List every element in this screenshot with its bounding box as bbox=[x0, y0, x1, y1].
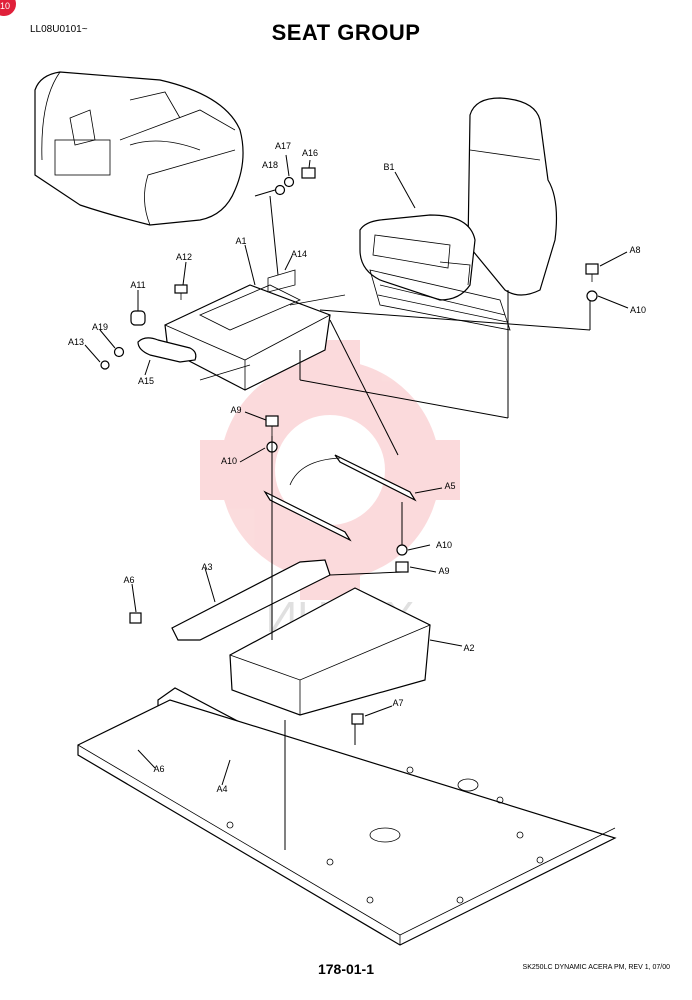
callout-a6-top: A6 bbox=[123, 575, 134, 585]
washer-a19 bbox=[113, 346, 125, 358]
callout-a2: A2 bbox=[463, 643, 474, 653]
bolt-a8 bbox=[585, 263, 599, 282]
washer-a18 bbox=[274, 184, 286, 196]
callout-a10-mid: A10 bbox=[436, 540, 452, 550]
floor-plate bbox=[77, 699, 617, 946]
document-code: LL08U0101~ bbox=[30, 24, 88, 35]
callout-a4: A4 bbox=[216, 784, 227, 794]
bolt-a6-top bbox=[129, 612, 142, 624]
footer-reference: SK250LC DYNAMIC ACERA PM, REV 1, 07/00 bbox=[522, 964, 670, 971]
callout-a19: A19 bbox=[92, 322, 108, 332]
callout-a1: A1 bbox=[235, 236, 246, 246]
washer-a10-mid bbox=[396, 544, 408, 556]
leader-lines bbox=[84, 154, 629, 850]
callout-a3: A3 bbox=[201, 562, 212, 572]
callout-a6-bottom: A6 bbox=[153, 764, 164, 774]
page-number: 178-01-1 bbox=[317, 961, 375, 977]
bolt-a9-top bbox=[265, 415, 279, 436]
callout-a11: A11 bbox=[130, 280, 145, 290]
bolt-a9-bottom bbox=[395, 561, 409, 573]
callout-a10-top: A10 bbox=[221, 456, 237, 466]
seat-base-a2 bbox=[229, 587, 431, 716]
callout-a16: A16 bbox=[302, 148, 318, 158]
callout-a15: A15 bbox=[138, 376, 154, 386]
callout-a17: A17 bbox=[275, 141, 291, 151]
seat-frame-a1 bbox=[164, 269, 346, 391]
callout-a9-bottom: A9 bbox=[438, 566, 449, 576]
page-title: SEAT GROUP bbox=[271, 20, 421, 45]
clip-a13 bbox=[100, 360, 110, 370]
seat-assembly-b1 bbox=[359, 97, 558, 331]
callout-a18: A18 bbox=[262, 160, 278, 170]
callout-a14: A14 bbox=[291, 249, 307, 259]
bolt-a12 bbox=[174, 284, 188, 300]
washer-a10-right bbox=[586, 290, 598, 302]
washer-a17 bbox=[283, 176, 295, 188]
corner-badge: 10 bbox=[0, 0, 16, 16]
callout-a10-right: A10 bbox=[630, 305, 646, 315]
lever-a15 bbox=[137, 337, 197, 363]
callout-a8: A8 bbox=[629, 245, 640, 255]
callout-a12: A12 bbox=[176, 252, 192, 262]
bolt-a16 bbox=[301, 167, 316, 179]
callout-a5: A5 bbox=[444, 481, 455, 491]
bolt-a7 bbox=[351, 713, 364, 725]
bushing-a11 bbox=[130, 310, 146, 326]
slide-rails-a5 bbox=[263, 454, 417, 542]
callout-a9-top: A9 bbox=[230, 405, 241, 415]
callout-a7: A7 bbox=[392, 698, 403, 708]
machine-overview-illustration bbox=[34, 71, 244, 226]
callout-b1: B1 bbox=[383, 162, 394, 172]
callout-a13: A13 bbox=[68, 337, 84, 347]
